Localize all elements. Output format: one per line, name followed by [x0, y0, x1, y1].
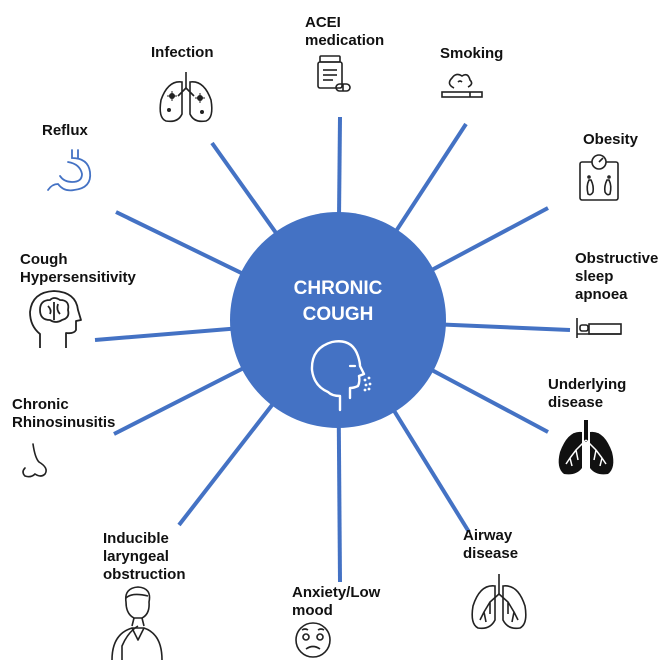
- diseased-lungs-icon: [558, 420, 614, 475]
- infected-lungs-icon: [159, 72, 213, 123]
- pill-bottle-icon: [317, 55, 351, 92]
- label-osa: Obstructive sleep apnoea: [575, 250, 659, 303]
- coughing-head-icon: [310, 340, 372, 412]
- label-ilo: Inducible laryngeal obstruction: [103, 530, 186, 583]
- label-airway: Airway disease: [463, 527, 519, 562]
- brain-head-icon: [29, 290, 82, 348]
- label-anxiety: Anxiety/Low mood: [292, 584, 381, 619]
- stomach-icon: [47, 149, 92, 192]
- label-acei: ACEI medication: [305, 14, 385, 49]
- cigarette-icon: [441, 73, 483, 98]
- hub-circle: [230, 212, 446, 428]
- label-obesity: Obesity: [583, 131, 639, 148]
- label-smoking: Smoking: [440, 45, 504, 62]
- nose-icon: [22, 443, 47, 478]
- lungs-icon: [471, 574, 527, 630]
- label-underlying: Underlying disease: [548, 376, 627, 411]
- label-infection: Infection: [151, 44, 214, 61]
- label-hypersensitivity: Cough Hypersensitivity: [20, 251, 136, 286]
- label-crs: Chronic Rhinosinusitis: [12, 396, 116, 431]
- person-throat-icon: [111, 586, 163, 660]
- bed-icon: [576, 318, 622, 338]
- worried-face-icon: [295, 622, 331, 658]
- scale-icon: [579, 154, 619, 201]
- hub-title: CHRONIC COUGH: [293, 278, 383, 325]
- label-reflux: Reflux: [42, 122, 88, 139]
